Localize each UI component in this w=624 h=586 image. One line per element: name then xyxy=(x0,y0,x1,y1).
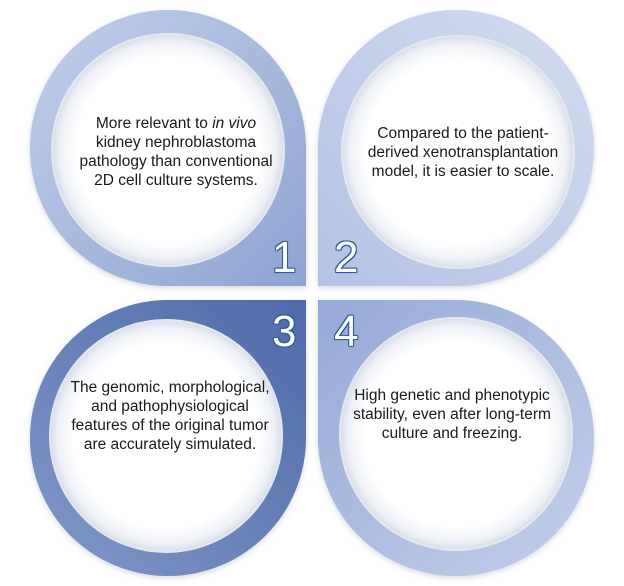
quadrant-1-circle xyxy=(51,33,285,267)
quadrant-3-text: The genomic, morphological, and pathophy… xyxy=(70,379,270,453)
quadrant-3-number: 3 xyxy=(272,307,297,356)
quadrant-1-text-italic: in vivo xyxy=(212,115,257,132)
quadrant-1-text-a: More relevant to xyxy=(95,115,213,132)
quadrant-2-text: Compared to the patient-derived xenotran… xyxy=(367,125,559,180)
quadrant-4-circle xyxy=(339,317,573,551)
quadrant-1-number: 1 xyxy=(272,233,297,282)
quadrant-2-circle xyxy=(341,35,575,269)
quadrant-3-circle xyxy=(49,319,283,553)
quadrant-2-number: 2 xyxy=(334,233,359,282)
quadrant-4-number: 4 xyxy=(334,307,359,356)
quadrant-1-text-b: kidney nephroblastoma pathology than con… xyxy=(79,134,273,189)
quadrant-1-text: More relevant to in vivo kidney nephrobl… xyxy=(78,114,274,190)
quadrant-4-text: High genetic and phenotypic stability, e… xyxy=(353,387,551,442)
